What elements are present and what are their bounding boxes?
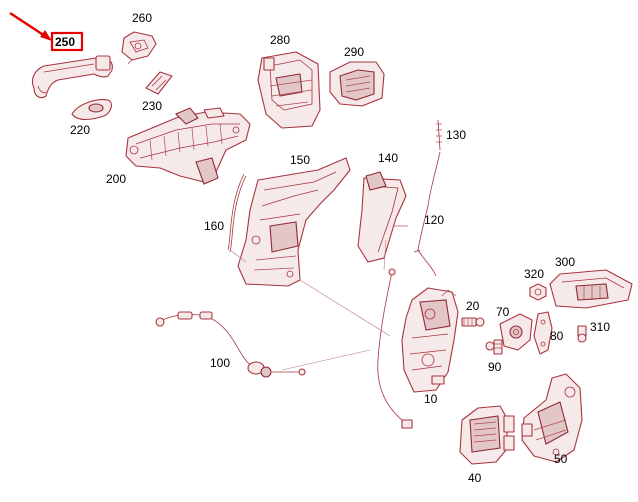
part-310-screw[interactable] xyxy=(577,325,587,343)
part-40[interactable] xyxy=(459,405,515,465)
part-90-screw[interactable] xyxy=(485,339,503,355)
part-120-rod[interactable] xyxy=(413,151,441,277)
label-220[interactable]: 220 xyxy=(70,123,90,137)
label-150[interactable]: 150 xyxy=(290,153,310,167)
part-280[interactable] xyxy=(257,51,321,129)
part-160-rod[interactable] xyxy=(227,173,247,253)
part-100-cable[interactable] xyxy=(155,311,306,378)
label-10[interactable]: 10 xyxy=(424,392,438,406)
part-140[interactable] xyxy=(357,171,408,263)
label-40[interactable]: 40 xyxy=(468,471,482,485)
part-220[interactable] xyxy=(71,99,113,121)
part-300[interactable] xyxy=(549,269,633,309)
label-120[interactable]: 120 xyxy=(424,213,444,227)
label-100[interactable]: 100 xyxy=(210,356,230,370)
label-160[interactable]: 160 xyxy=(204,219,224,233)
label-230[interactable]: 230 xyxy=(142,99,162,113)
label-140[interactable]: 140 xyxy=(378,151,398,165)
label-130[interactable]: 130 xyxy=(446,128,466,142)
part-10-door-lock[interactable] xyxy=(401,287,459,393)
part-200-handle-housing[interactable] xyxy=(125,107,251,185)
part-20-screw[interactable] xyxy=(461,317,485,327)
part-150-inner-panel[interactable] xyxy=(237,157,351,287)
part-230[interactable] xyxy=(145,71,173,95)
label-260[interactable]: 260 xyxy=(132,11,152,25)
part-320-nut[interactable] xyxy=(529,283,547,301)
label-80[interactable]: 80 xyxy=(550,329,564,343)
part-80[interactable] xyxy=(533,311,553,355)
label-280[interactable]: 280 xyxy=(270,33,290,47)
label-200[interactable]: 200 xyxy=(106,172,126,186)
label-90[interactable]: 90 xyxy=(488,360,502,374)
label-310[interactable]: 310 xyxy=(590,320,610,334)
label-50[interactable]: 50 xyxy=(554,452,568,466)
label-320[interactable]: 320 xyxy=(524,267,544,281)
part-70[interactable] xyxy=(499,313,533,351)
part-130-rod[interactable] xyxy=(436,119,442,151)
lock-cable[interactable] xyxy=(377,268,413,429)
part-290[interactable] xyxy=(329,61,385,107)
label-70[interactable]: 70 xyxy=(496,305,510,319)
highlight-box xyxy=(50,31,84,52)
part-50[interactable] xyxy=(521,373,583,463)
label-300[interactable]: 300 xyxy=(555,255,575,269)
label-290[interactable]: 290 xyxy=(344,45,364,59)
label-20[interactable]: 20 xyxy=(466,299,480,313)
part-260[interactable] xyxy=(121,31,157,65)
label-250[interactable]: 250 xyxy=(55,35,75,49)
part-250-outer-handle[interactable] xyxy=(31,55,113,99)
highlight-arrow xyxy=(9,11,52,41)
